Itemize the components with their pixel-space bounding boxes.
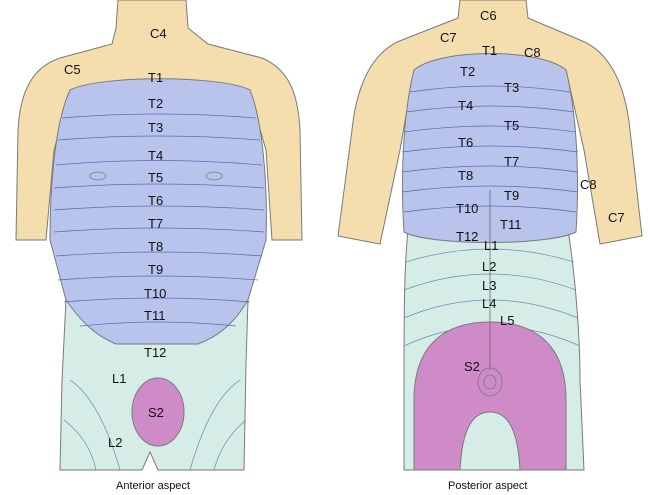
post-label-l3: L3 xyxy=(482,278,496,293)
anterior-lumbar-lines xyxy=(63,379,247,471)
post-label-c7-arm: C7 xyxy=(608,210,625,225)
posterior-thoracic-region xyxy=(401,53,579,243)
post-label-t6: T6 xyxy=(458,135,473,150)
post-label-c6: C6 xyxy=(480,8,497,23)
anterior-caption: Anterior aspect xyxy=(116,480,190,492)
anterior-left-nipple xyxy=(89,171,107,181)
post-label-t8: T8 xyxy=(458,168,473,183)
ant-label-l2: L2 xyxy=(108,435,122,450)
post-label-s2: S2 xyxy=(464,359,480,374)
post-label-t10: T10 xyxy=(456,201,478,216)
ant-label-c4: C4 xyxy=(150,26,167,41)
post-label-t12: T12 xyxy=(456,229,478,244)
ant-label-t12: T12 xyxy=(144,345,166,360)
post-label-c8-top: C8 xyxy=(524,45,541,60)
post-label-t4: T4 xyxy=(458,98,473,113)
post-label-c8-arm: C8 xyxy=(580,177,597,192)
ant-label-t6: T6 xyxy=(148,193,163,208)
anterior-s2-region xyxy=(131,377,185,447)
anterior-band-lines xyxy=(53,113,265,327)
ant-label-t11: T11 xyxy=(144,308,165,323)
post-label-l5: L5 xyxy=(500,313,514,328)
anterior-thoracic-region xyxy=(49,78,267,345)
ant-label-t10: T10 xyxy=(144,286,166,301)
posterior-figure xyxy=(337,0,643,471)
post-label-t2: T2 xyxy=(460,64,475,79)
ant-label-t5: T5 xyxy=(148,170,163,185)
post-label-l2: L2 xyxy=(482,259,496,274)
post-label-t11: T11 xyxy=(500,217,521,232)
ant-label-t8: T8 xyxy=(148,239,163,254)
post-label-t5: T5 xyxy=(504,118,519,133)
ant-label-t9: T9 xyxy=(148,262,163,277)
post-label-c7-left: C7 xyxy=(440,30,457,45)
post-label-t7: T7 xyxy=(504,154,519,169)
anterior-right-nipple xyxy=(205,171,223,181)
ant-label-c5: C5 xyxy=(64,62,81,77)
post-label-l1: L1 xyxy=(484,238,498,253)
ant-label-t1: T1 xyxy=(148,70,163,85)
post-label-l4: L4 xyxy=(482,296,496,311)
ant-label-s2: S2 xyxy=(148,405,164,420)
posterior-caption: Posterior aspect xyxy=(448,480,527,492)
post-label-t9: T9 xyxy=(504,188,519,203)
anterior-figure xyxy=(15,0,303,471)
ant-label-l1: L1 xyxy=(112,371,126,386)
ant-label-t2: T2 xyxy=(148,96,163,111)
ant-label-t4: T4 xyxy=(148,148,163,163)
post-label-t1: T1 xyxy=(482,43,497,58)
ant-label-t7: T7 xyxy=(148,216,163,231)
ant-label-t3: T3 xyxy=(148,120,163,135)
post-label-t3: T3 xyxy=(504,80,519,95)
